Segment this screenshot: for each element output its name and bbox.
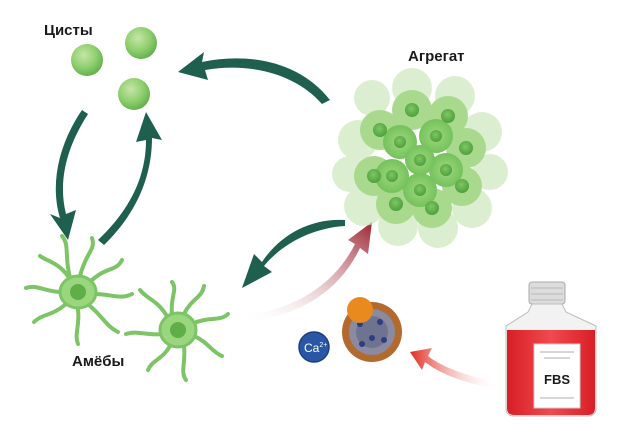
cyst <box>125 27 157 59</box>
arrow-amoebae-to-cysts <box>98 112 162 245</box>
cysts-label: Цисты <box>44 22 93 39</box>
arrow-aggregate-to-amoebae <box>242 219 345 288</box>
amoeba <box>124 280 230 382</box>
cysts-group <box>71 27 157 110</box>
cyst <box>118 78 150 110</box>
arrow-fbs-to-complex <box>410 348 500 388</box>
calcium-label: Ca2+ <box>304 341 327 355</box>
calcium-ion-icon <box>298 331 330 363</box>
fbs-label: FBS <box>544 372 570 387</box>
arrow-aggregate-to-cysts <box>178 52 330 104</box>
calcium-base: Ca <box>304 341 320 355</box>
cycle-arrows <box>50 52 345 288</box>
serum-complex-icon <box>342 297 402 362</box>
amoebae-label: Амёбы <box>72 353 125 370</box>
fbs-bottle-icon: FBS <box>505 281 597 417</box>
aggregate-label: Агрегат <box>408 48 465 65</box>
aggregate <box>332 68 508 248</box>
calcium-charge: 2+ <box>319 342 327 349</box>
arrow-cysts-to-amoebae <box>50 110 88 240</box>
arrow-amoebae-to-aggregate <box>240 222 372 322</box>
amoeba-nucleus <box>70 284 86 300</box>
cyst <box>71 44 103 76</box>
amoeba-nucleus <box>170 322 186 338</box>
